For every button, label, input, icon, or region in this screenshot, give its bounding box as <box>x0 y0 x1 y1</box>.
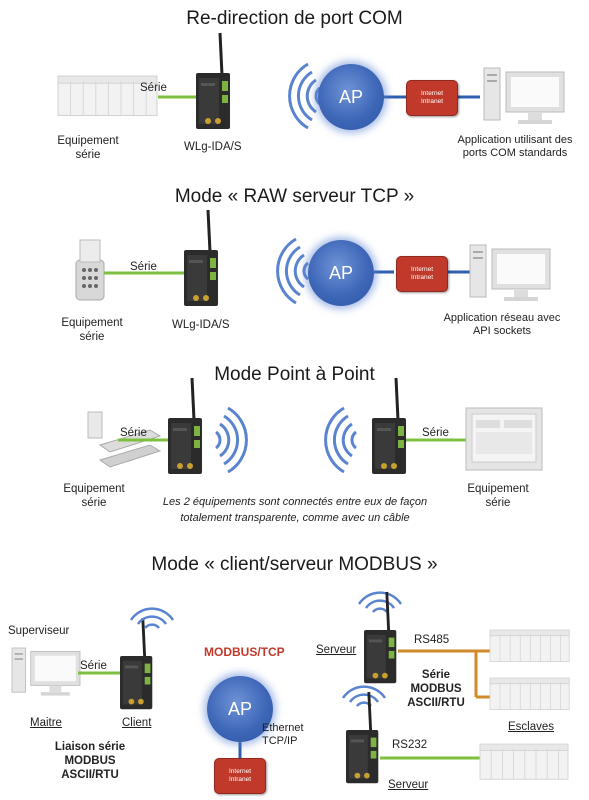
label-app-com-line2: ports COM standards <box>462 147 568 159</box>
internet-box-1-line2: Intranet <box>420 98 444 105</box>
label-client: Client <box>122 717 152 729</box>
wifi-waves-server-2 <box>341 685 387 708</box>
label-ethernet-line1: Ethernet <box>262 722 304 734</box>
pc-2 <box>469 244 551 302</box>
label-equipment-3b-line1: Equipement <box>467 483 529 495</box>
hmi-panel <box>465 407 543 471</box>
plc-slave-3 <box>479 743 569 780</box>
label-serveur-2: Serveur <box>388 779 429 791</box>
pc-1 <box>483 67 565 125</box>
label-ethernet-line2: TCP/IP <box>262 735 298 747</box>
label-equipment-1: Equipement série <box>48 134 128 162</box>
title-modbus: Mode « client/serveur MODBUS » <box>151 554 438 575</box>
internet-box-1-line1: Internet <box>420 90 444 97</box>
internet-box-2-line2: Intranet <box>410 274 434 281</box>
label-equipment-1-line2: série <box>75 149 101 161</box>
wifi-waves-2 <box>276 237 310 305</box>
label-serie-4: Série <box>80 660 107 672</box>
label-liaison-line1: Liaison série <box>54 741 126 753</box>
label-serie-3b: Série <box>422 427 449 439</box>
title-com-redirection: Re-direction de port COM <box>186 8 403 29</box>
label-equipment-3b: Equipement série <box>458 482 538 510</box>
wlg-device-server-2 <box>344 690 380 785</box>
wifi-waves-1 <box>288 62 322 130</box>
wifi-waves-3a <box>214 406 248 474</box>
internet-box-2-line1: Internet <box>410 266 434 273</box>
label-equipment-2: Equipement série <box>52 316 132 344</box>
label-equipment-3a: Equipement série <box>54 482 134 510</box>
plc-slave-1 <box>489 629 570 663</box>
label-serie-modbus-line1: Série <box>421 669 451 681</box>
label-modbus-tcp: MODBUS/TCP <box>204 645 285 659</box>
p2p-note-line2: totalement transparente, comme avec un c… <box>180 512 410 524</box>
label-maitre: Maitre <box>30 717 62 729</box>
ap-1: AP <box>318 64 384 130</box>
label-liaison-line2: MODBUS <box>64 755 116 767</box>
ap-3: AP <box>207 676 273 742</box>
p2p-note-line1: Les 2 équipements sont connectés entre e… <box>162 496 428 508</box>
label-serie-modbus-line2: MODBUS <box>410 683 462 695</box>
label-equipment-3a-line2: série <box>81 497 107 509</box>
label-superviseur: Superviseur <box>8 625 70 637</box>
plc-slave-2 <box>489 677 570 711</box>
label-serie-modbus-line3: ASCII/RTU <box>407 697 465 709</box>
label-app-sock-line1: Application réseau avec <box>443 312 561 324</box>
label-rs485: RS485 <box>414 634 450 646</box>
label-equipment-2-line1: Equipement <box>61 317 123 329</box>
label-esclaves: Esclaves <box>508 721 555 733</box>
wifi-waves-server-1 <box>357 591 403 614</box>
wlg-device-3a <box>166 376 204 476</box>
pc-supervisor <box>11 647 81 697</box>
label-serveur-1: Serveur <box>316 644 357 656</box>
wlg-device-2 <box>182 208 220 308</box>
label-serie-1: Série <box>140 82 167 94</box>
p2p-note: Les 2 équipements sont connectés entre e… <box>150 494 440 526</box>
label-liaison-line3: ASCII/RTU <box>61 769 119 781</box>
label-device-1: WLg-IDA/S <box>184 141 242 153</box>
label-equipment-3a-line1: Equipement <box>63 483 125 495</box>
wlg-device-1 <box>194 31 232 131</box>
ap-2: AP <box>308 240 374 306</box>
internet-box-3-line1: Internet <box>228 768 252 775</box>
label-serie-2: Série <box>130 261 157 273</box>
label-rs232: RS232 <box>392 739 428 751</box>
title-raw-tcp: Mode « RAW serveur TCP » <box>174 186 415 207</box>
keypad-equipment <box>75 239 105 301</box>
label-device-2: WLg-IDA/S <box>172 319 230 331</box>
wifi-waves-3b <box>324 406 358 474</box>
label-equipment-3b-line2: série <box>485 497 511 509</box>
wifi-waves-client <box>129 607 175 630</box>
label-equipment-1-line1: Equipement <box>57 135 119 147</box>
label-app-com-line1: Application utilisant des <box>457 134 573 146</box>
internet-box-3-line2: Intranet <box>228 776 252 783</box>
wlg-device-3b <box>370 376 408 476</box>
title-point-to-point: Mode Point à Point <box>214 364 375 385</box>
label-equipment-2-line2: série <box>79 331 105 343</box>
wlg-device-client <box>118 616 154 711</box>
label-app-sock-line2: API sockets <box>472 325 532 337</box>
label-serie-3a: Série <box>120 427 147 439</box>
